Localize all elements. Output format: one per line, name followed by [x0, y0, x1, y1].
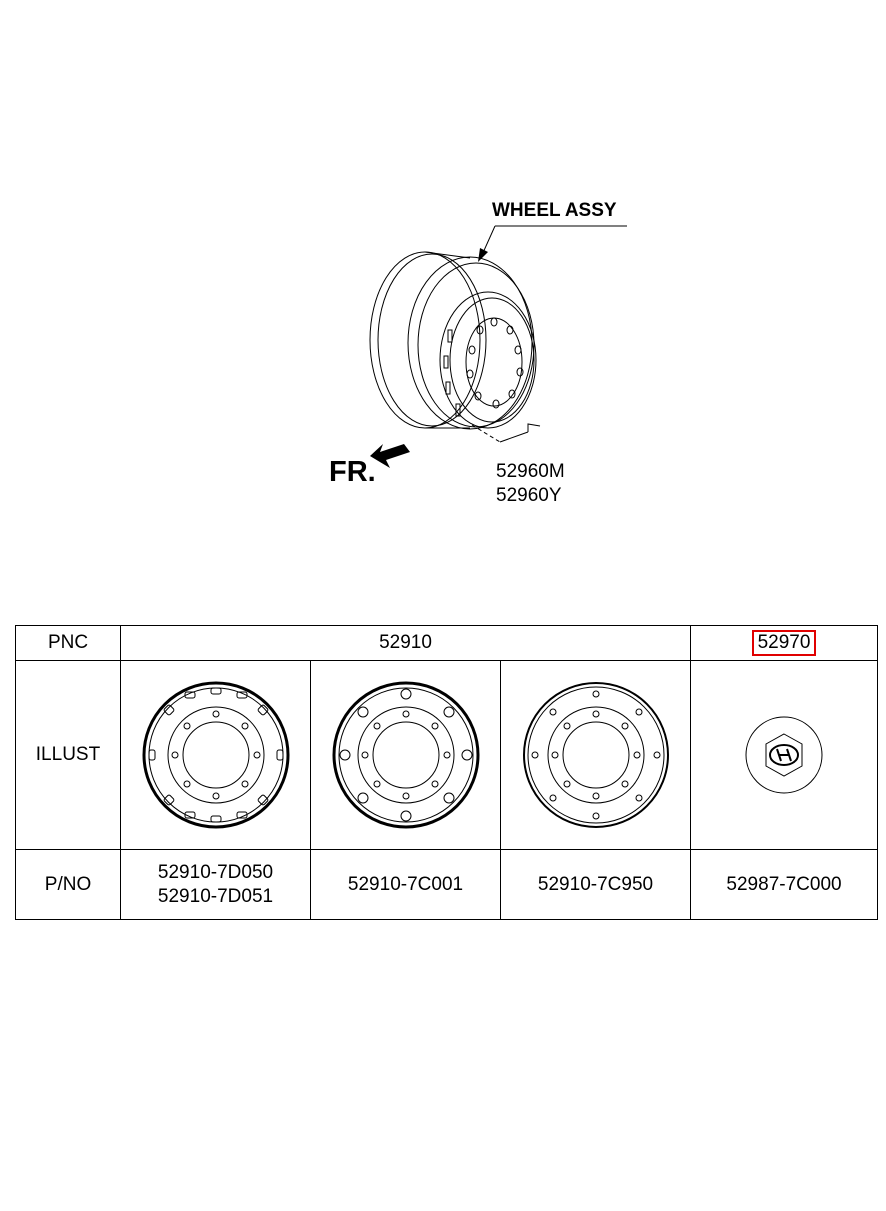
pno-row: P/NO 52910-7D050 52910-7D051 52910-7C001… — [15, 849, 878, 920]
valve-part-number-y: 52960Y — [496, 485, 562, 506]
illust-row: ILLUST — [15, 660, 878, 850]
hub-cap-icon — [745, 716, 823, 794]
wheel-assembly-diagram: WHEEL ASSY 52960M 52960Y FR. — [0, 0, 886, 560]
row-label-illust: ILLUST — [15, 660, 121, 850]
pno-cell-3: 52910-7C950 — [500, 849, 691, 920]
illust-cell-3 — [500, 660, 691, 850]
row-label-pnc: PNC — [15, 625, 121, 661]
part-number[interactable]: 52987-7C000 — [726, 873, 842, 895]
wheel-slotted-icon — [142, 681, 289, 829]
wheel-assy-label: WHEEL ASSY — [492, 200, 617, 221]
part-number[interactable]: 52910-7C950 — [537, 873, 654, 895]
front-direction-label: FR. — [329, 456, 376, 488]
part-number[interactable]: 52910-7D051 — [157, 885, 274, 907]
pno-cell-4: 52987-7C000 — [690, 849, 878, 920]
illust-cell-2 — [310, 660, 501, 850]
parts-table: PNC 52910 52970 ILLUST — [15, 625, 878, 920]
part-number[interactable]: 52910-7D050 — [157, 861, 274, 883]
pnc-wheel: 52910 — [120, 625, 691, 661]
pno-cell-1: 52910-7D050 52910-7D051 — [120, 849, 311, 920]
pnc-cap-highlighted[interactable]: 52970 — [751, 630, 817, 656]
pnc-row: PNC 52910 52970 — [15, 625, 878, 661]
valve-part-number-m: 52960M — [496, 461, 565, 482]
illust-cell-4 — [690, 660, 878, 850]
pno-cell-2: 52910-7C001 — [310, 849, 501, 920]
pnc-cap-cell: 52970 — [690, 625, 878, 661]
part-number[interactable]: 52910-7C001 — [347, 873, 464, 895]
wheel-drawing — [369, 225, 627, 468]
wheel-round-holes-icon — [332, 681, 479, 829]
row-label-pno: P/NO — [15, 849, 121, 920]
wheel-small-holes-icon — [522, 682, 669, 828]
illust-cell-1 — [120, 660, 311, 850]
